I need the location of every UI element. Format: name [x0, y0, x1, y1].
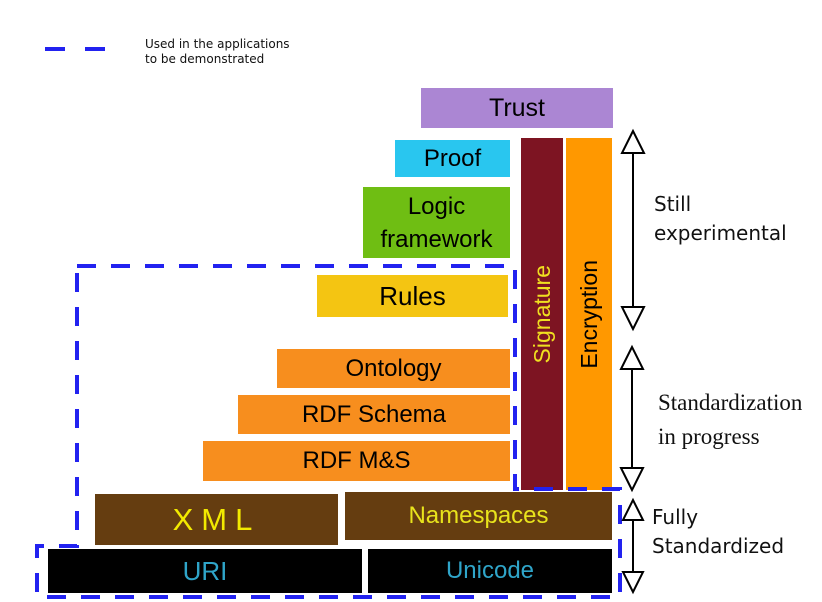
legend-caption-line1: Used in the applications	[145, 37, 290, 51]
annotation-standardization-in-progress: Standardization in progress	[658, 386, 802, 454]
vertical-bar-signature-label: Signature	[528, 264, 555, 364]
annotation-fully-standardized-line1: Fully	[652, 505, 699, 529]
annotation-still-experimental: Still experimental	[654, 190, 787, 248]
layer-xml-label: XML	[172, 501, 261, 537]
layer-ontology: Ontology	[277, 349, 510, 388]
layer-xml: XML	[95, 494, 338, 545]
layer-rdf-schema-label: RDF Schema	[301, 400, 447, 428]
vertical-bar-encryption: Encryption	[566, 138, 612, 490]
legend-caption-line2: to be demonstrated	[145, 52, 265, 66]
layer-rdf-ms-label: RDF M&S	[302, 447, 411, 474]
layer-rules: Rules	[317, 275, 508, 317]
layer-namespaces-label: Namespaces	[408, 502, 549, 529]
layer-uri-label: URI	[182, 555, 228, 586]
layer-proof: Proof	[395, 140, 510, 177]
double-arrow-fully-standardized-icon	[621, 497, 645, 595]
double-arrow-standardization-icon	[619, 344, 645, 493]
layer-proof-label: Proof	[423, 144, 482, 172]
annotation-fully-standardized: Fully Standardized	[652, 503, 784, 561]
annotation-standardization-line2: in progress	[658, 424, 760, 449]
layer-trust-label: Trust	[488, 93, 546, 122]
annotation-fully-standardized-line2: Standardized	[652, 534, 785, 558]
layer-logic-label-line1: Logic	[407, 192, 466, 220]
layer-namespaces: Namespaces	[345, 492, 612, 540]
layer-unicode: Unicode	[368, 549, 612, 593]
annotation-still-experimental-line1: Still	[654, 192, 692, 216]
layer-rdf-schema: RDF Schema	[238, 395, 510, 434]
double-arrow-still-experimental-icon	[620, 128, 646, 332]
layer-trust: Trust	[421, 88, 613, 128]
layer-logic-label-line2: framework	[380, 225, 493, 253]
layer-uri: URI	[48, 549, 362, 593]
vertical-bar-signature: Signature	[521, 138, 563, 490]
legend-caption: Used in the applications to be demonstra…	[145, 37, 290, 67]
layer-rules-label: Rules	[379, 280, 446, 311]
layer-unicode-label: Unicode	[445, 557, 535, 584]
vertical-bar-encryption-label: Encryption	[575, 259, 602, 369]
annotation-still-experimental-line2: experimental	[654, 221, 787, 245]
layer-ontology-label: Ontology	[345, 354, 442, 382]
annotation-standardization-line1: Standardization	[658, 390, 803, 415]
layer-rdf-ms: RDF M&S	[203, 441, 510, 481]
layer-logic-framework: Logic framework	[363, 187, 510, 258]
